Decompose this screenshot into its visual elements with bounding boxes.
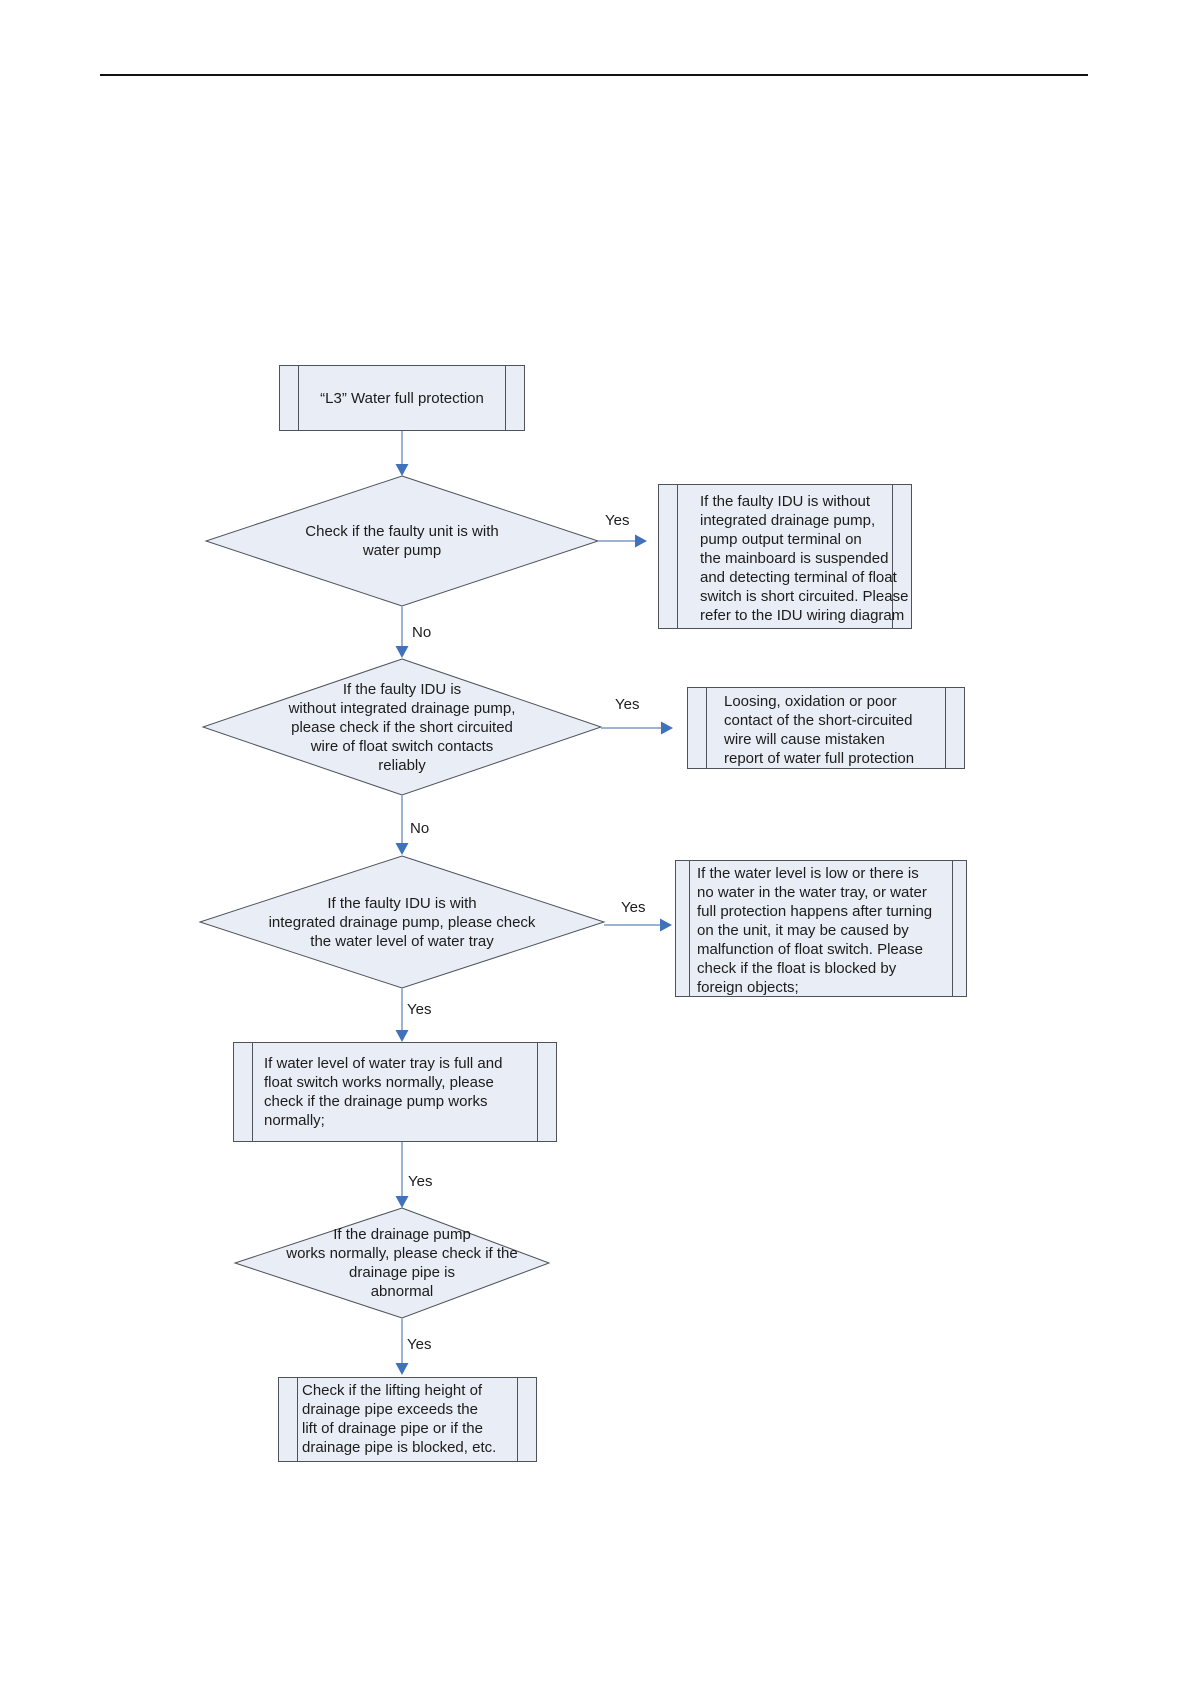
result-float-switch-node bbox=[675, 860, 967, 997]
inner-bar-left bbox=[252, 1043, 253, 1141]
decision-water-pump-label: Check if the faulty unit is with water p… bbox=[305, 523, 499, 559]
start-node-label: “L3” Water full protection bbox=[320, 390, 484, 407]
arrow-head-icon bbox=[395, 1363, 409, 1375]
process-drainage-pump-node bbox=[233, 1042, 557, 1142]
inner-bar-right bbox=[892, 485, 893, 628]
inner-bar-right bbox=[945, 688, 946, 768]
start-node bbox=[279, 365, 525, 431]
edge-label-yes: Yes bbox=[621, 899, 646, 916]
process-lifting-height-label: Check if the lifting height of drainage … bbox=[302, 1382, 497, 1456]
inner-bar-left bbox=[706, 688, 707, 768]
arrow-head-icon bbox=[395, 843, 409, 855]
arrow-head-icon bbox=[395, 1196, 409, 1208]
arrow-head-icon bbox=[395, 646, 409, 658]
edge-label-no: No bbox=[410, 820, 430, 837]
inner-bar-left bbox=[677, 485, 678, 628]
edge-label-yes: Yes bbox=[407, 1336, 432, 1353]
decision-short-circuit-label: If the faulty IDU is without integrated … bbox=[288, 681, 516, 774]
edge-label-yes: Yes bbox=[615, 696, 640, 713]
result-float-switch-label: If the water level is low or there is no… bbox=[697, 865, 933, 996]
edge-label-yes: Yes bbox=[605, 512, 630, 529]
arrow-head-icon bbox=[661, 721, 673, 735]
inner-bar-left bbox=[297, 1378, 298, 1461]
inner-bar-right bbox=[952, 861, 953, 996]
result-loose-contact-label: Loosing, oxidation or poor contact of th… bbox=[724, 693, 915, 767]
inner-bar-left bbox=[689, 861, 690, 996]
process-drainage-pump-label: If water level of water tray is full and… bbox=[264, 1055, 503, 1129]
edge-label-yes: Yes bbox=[407, 1001, 432, 1018]
arrow-head-icon bbox=[395, 1030, 409, 1042]
inner-bar-left bbox=[298, 366, 299, 430]
inner-bar-right bbox=[537, 1043, 538, 1141]
arrow-head-icon bbox=[395, 464, 409, 476]
process-lifting-height-node bbox=[278, 1377, 537, 1462]
decision-water-level-label: If the faulty IDU is with integrated dra… bbox=[268, 895, 536, 950]
result-loose-contact-node bbox=[687, 687, 965, 769]
arrow-head-icon bbox=[660, 918, 672, 932]
edge-label-yes: Yes bbox=[408, 1173, 433, 1190]
result-no-pump-wiring-label: If the faulty IDU is without integrated … bbox=[700, 493, 909, 624]
result-no-pump-wiring-node bbox=[658, 484, 912, 629]
decision-drainage-pipe-label: If the drainage pump works normally, ple… bbox=[286, 1226, 518, 1300]
edge-label-no: No bbox=[412, 624, 432, 641]
inner-bar-right bbox=[517, 1378, 518, 1461]
inner-bar-right bbox=[505, 366, 506, 430]
arrow-head-icon bbox=[635, 534, 647, 548]
header-rule bbox=[100, 74, 1088, 76]
